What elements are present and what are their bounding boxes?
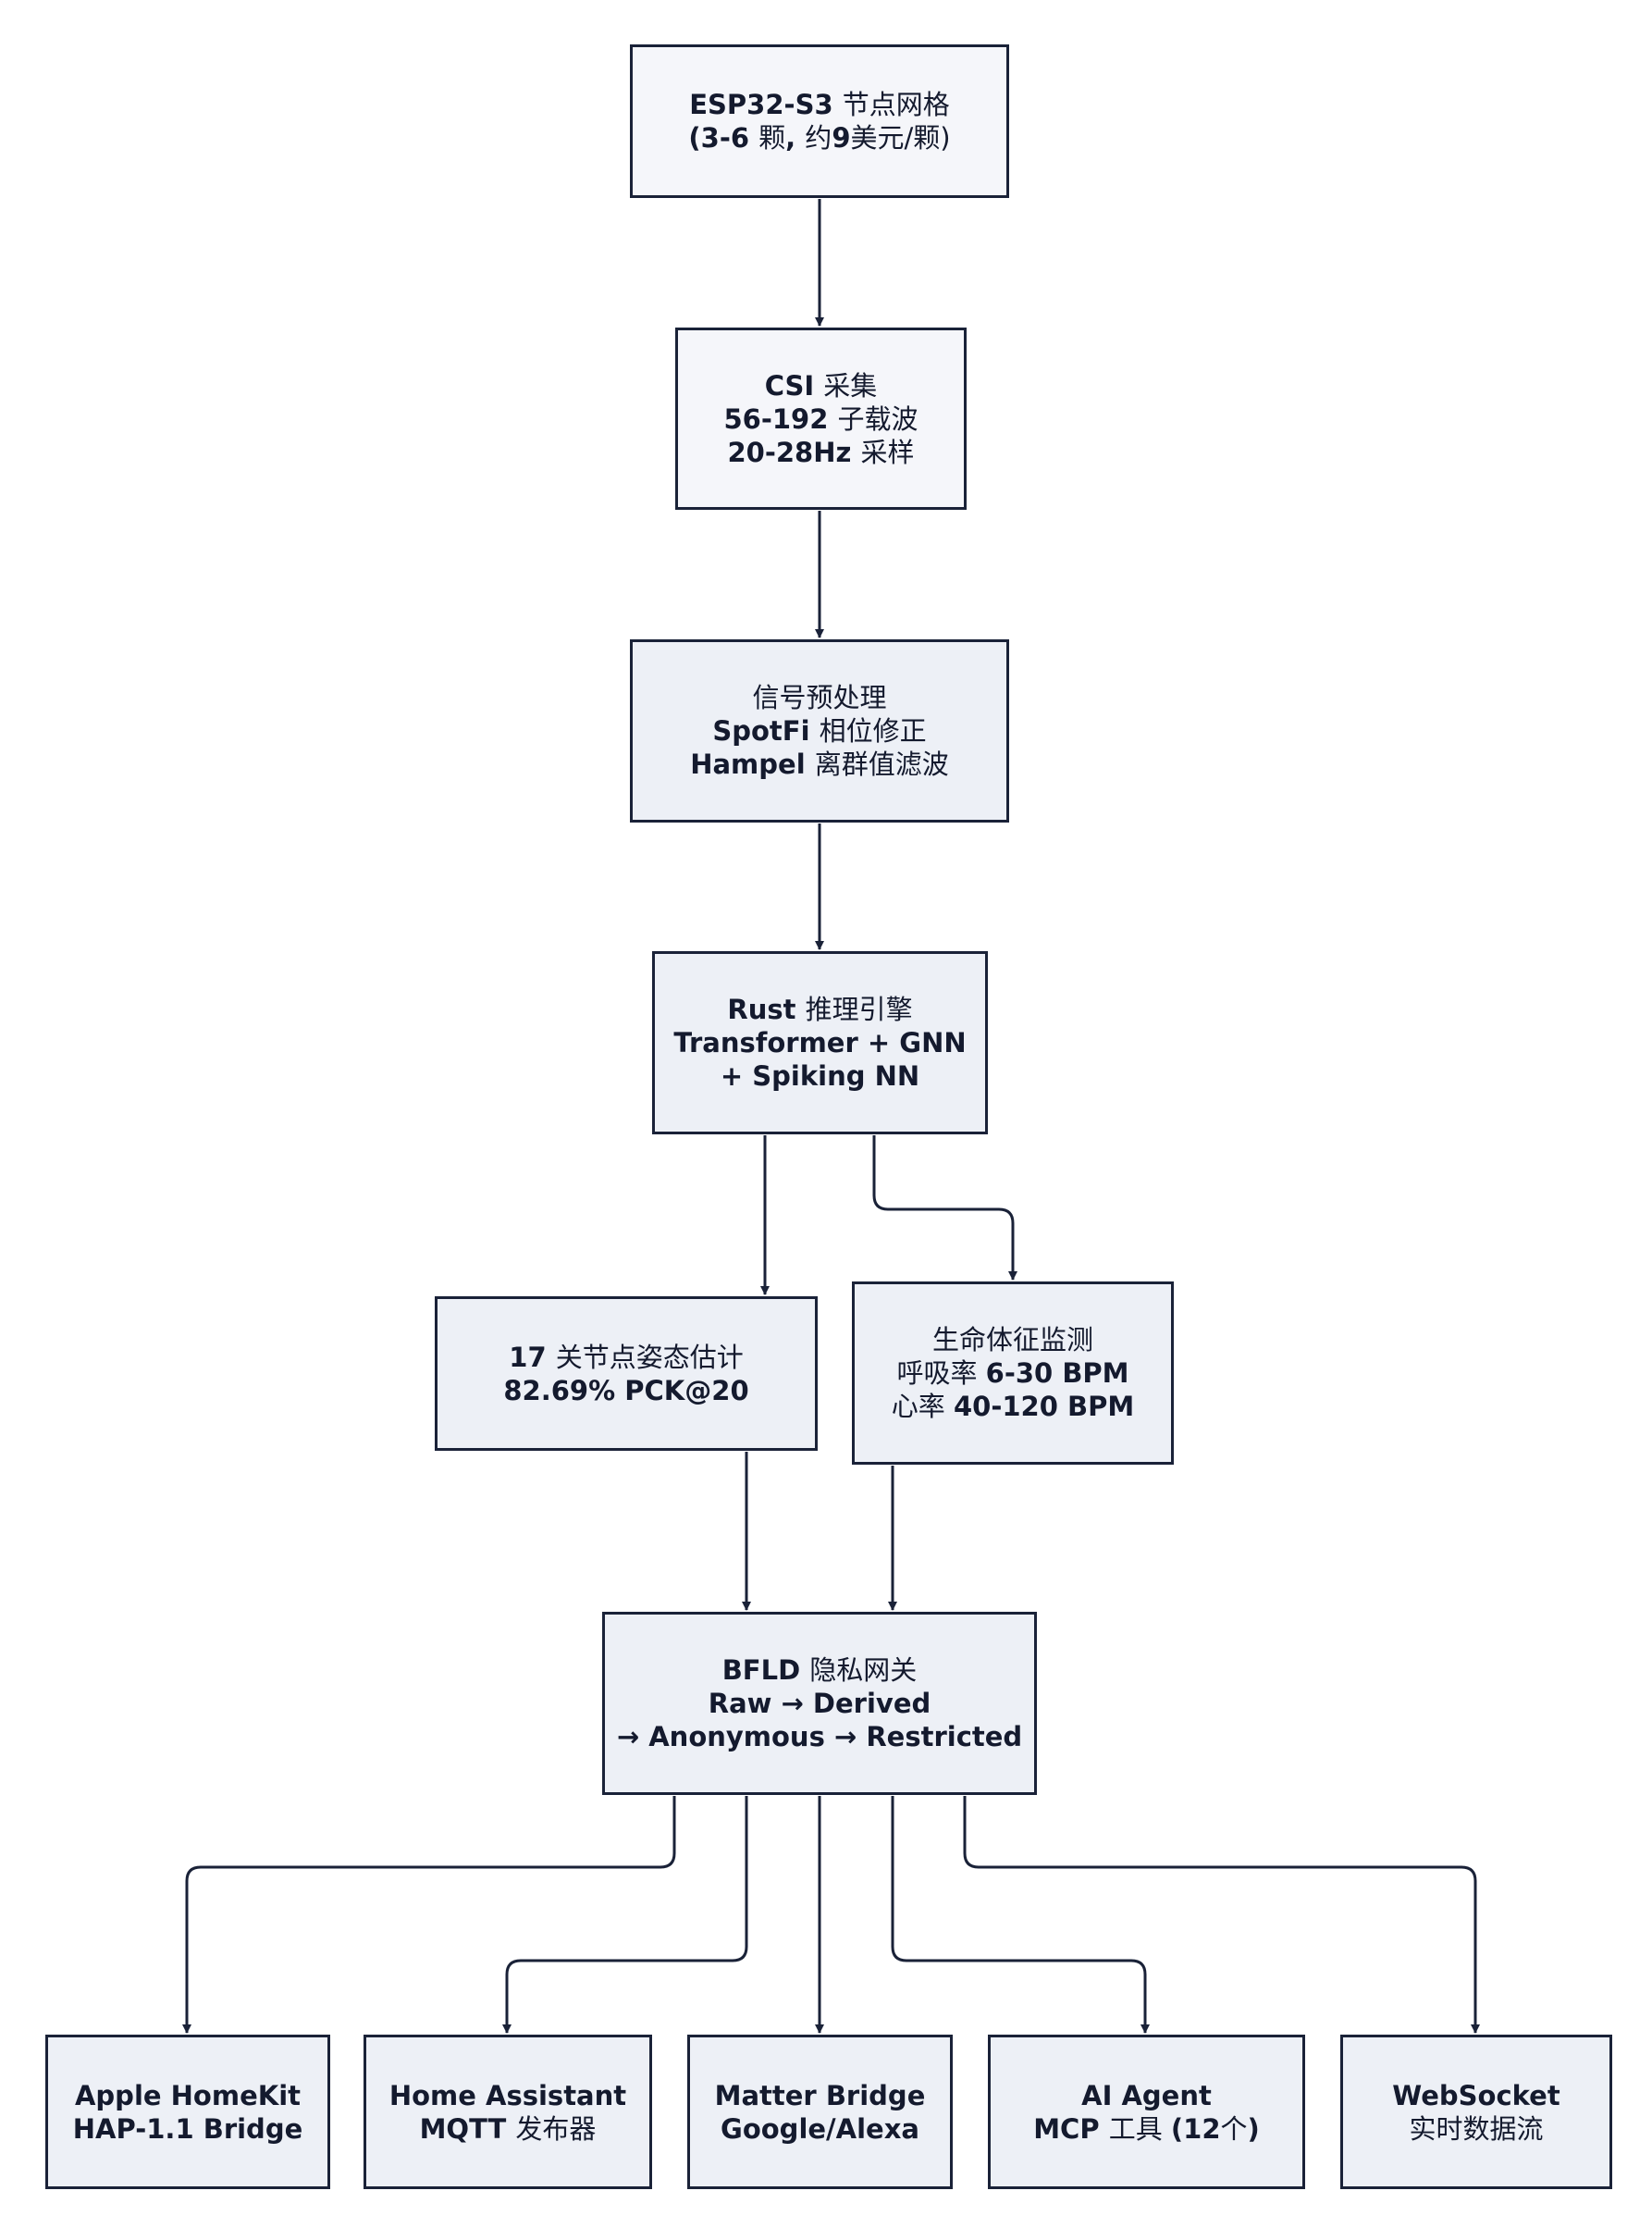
node-text-line: CSI 采集 <box>765 369 878 402</box>
node-text-line: 呼吸率 6-30 BPM <box>896 1356 1128 1390</box>
node-text-run: Matter Bridge <box>714 2079 926 2111</box>
node-text-run: 推理引擎 <box>805 994 913 1025</box>
edge-bfld-to-websocket <box>963 1796 1480 2034</box>
node-text-line: 实时数据流 <box>1409 2112 1543 2146</box>
node-text-run: , <box>785 122 806 154</box>
node-text-line: Rust 推理引擎 <box>727 993 912 1026</box>
node-text-run: + Spiking NN <box>720 1060 920 1092</box>
node-text-line: MQTT 发布器 <box>420 2112 597 2146</box>
node-text-line: 心率 40-120 BPM <box>892 1390 1134 1423</box>
node-text-run: 隐私网关 <box>809 1654 918 1686</box>
node-text-line: HAP-1.1 Bridge <box>73 2112 303 2146</box>
node-text-run: Apple HomeKit <box>74 2079 302 2111</box>
node-text-run: 发布器 <box>515 2112 597 2145</box>
node-text-line: BFLD 隐私网关 <box>722 1653 918 1687</box>
node-text-run: 82.69% PCK@20 <box>503 1374 749 1406</box>
node-text-run: 56-192 <box>723 402 838 435</box>
node-text-run: 20-28Hz <box>727 436 861 468</box>
node-text-run: CSI <box>764 369 824 402</box>
node-text-run: MCP <box>1033 2112 1109 2145</box>
node-text-run: 采集 <box>823 369 878 402</box>
node-text-run: Transformer + GNN <box>673 1027 967 1058</box>
node-text-line: → Anonymous → Restricted <box>617 1720 1022 1753</box>
node-text-run: 17 <box>509 1341 556 1373</box>
node-text-run: 美元/颗) <box>850 122 951 154</box>
edge-bfld-to-aiagent <box>891 1796 1150 2034</box>
node-text-run: 6-30 BPM <box>985 1357 1129 1389</box>
node-text-run: Rust <box>727 994 806 1025</box>
node-text-line: Raw → Derived <box>709 1687 931 1720</box>
node-text-run: 关节点姿态估计 <box>555 1341 744 1373</box>
node-text-run: 采样 <box>860 436 915 468</box>
esp32-node-mesh-box: ESP32-S3 节点网格(3-6 颗, 约9美元/颗) <box>630 44 1009 198</box>
node-text-line: + Spiking NN <box>721 1059 919 1093</box>
node-text-line: 17 关节点姿态估计 <box>509 1341 743 1374</box>
node-text-line: ESP32-S3 节点网格 <box>689 88 950 121</box>
node-text-line: Google/Alexa <box>721 2112 919 2146</box>
edge-rust-to-vitals <box>872 1135 1017 1281</box>
node-text-run: ESP32-S3 <box>689 89 843 120</box>
node-text-line: (3-6 颗, 约9美元/颗) <box>688 121 950 155</box>
node-text-line: Transformer + GNN <box>673 1026 966 1059</box>
node-text-run: Google/Alexa <box>721 2112 919 2145</box>
node-text-run: Raw → Derived <box>708 1688 931 1719</box>
node-text-run: ) <box>1247 2112 1260 2145</box>
node-text-line: Matter Bridge <box>715 2079 926 2112</box>
node-text-line: AI Agent <box>1081 2079 1212 2112</box>
node-text-run: 相位修正 <box>819 715 927 747</box>
node-text-run: 9 <box>832 122 851 154</box>
node-text-run: (3-6 <box>688 122 759 154</box>
node-text-run: 离群值滤波 <box>814 749 949 780</box>
node-text-run: (12 <box>1170 2112 1221 2145</box>
node-text-line: 20-28Hz 采样 <box>727 436 914 469</box>
node-text-line: 信号预处理 <box>752 681 886 714</box>
node-text-run: AI Agent <box>1081 2079 1212 2111</box>
node-text-run: 心率 <box>891 1391 954 1422</box>
node-text-run: 颗 <box>758 122 786 154</box>
edge-bfld-to-homekit <box>182 1796 676 2034</box>
node-text-line: WebSocket <box>1392 2079 1560 2112</box>
node-text-line: Hampel 离群值滤波 <box>690 748 949 781</box>
node-text-line: Home Assistant <box>389 2079 626 2112</box>
node-text-line: Apple HomeKit <box>75 2079 301 2112</box>
node-text-run: 约 <box>805 122 832 154</box>
node-text-run: 实时数据流 <box>1409 2112 1544 2145</box>
node-text-run: Hampel <box>690 749 815 780</box>
node-text-line: MCP 工具 (12个) <box>1033 2112 1260 2146</box>
node-text-line: 56-192 子载波 <box>723 402 918 436</box>
node-text-run: 生命体征监测 <box>931 1324 1093 1355</box>
node-text-run: 40-120 BPM <box>953 1391 1135 1422</box>
node-text-run: WebSocket <box>1392 2079 1560 2111</box>
edge-bfld-to-homeassistant <box>502 1796 748 2034</box>
node-text-run: 节点网格 <box>842 89 950 120</box>
node-text-run: BFLD <box>721 1654 810 1686</box>
node-text-run: 个 <box>1220 2112 1248 2145</box>
node-text-run: SpotFi <box>712 715 820 747</box>
node-text-run: 呼吸率 <box>896 1357 986 1389</box>
node-text-run: 子载波 <box>837 402 918 435</box>
node-text-run: Home Assistant <box>388 2079 627 2111</box>
node-text-run: MQTT <box>419 2112 516 2145</box>
node-text-run: HAP-1.1 Bridge <box>72 2112 303 2145</box>
node-text-line: 生命体征监测 <box>932 1323 1093 1356</box>
node-text-run: 工具 <box>1108 2112 1171 2145</box>
node-text-line: SpotFi 相位修正 <box>712 714 926 748</box>
node-text-run: 信号预处理 <box>752 682 887 713</box>
node-text-line: 82.69% PCK@20 <box>503 1374 748 1407</box>
node-text-run: → Anonymous → Restricted <box>616 1721 1023 1752</box>
